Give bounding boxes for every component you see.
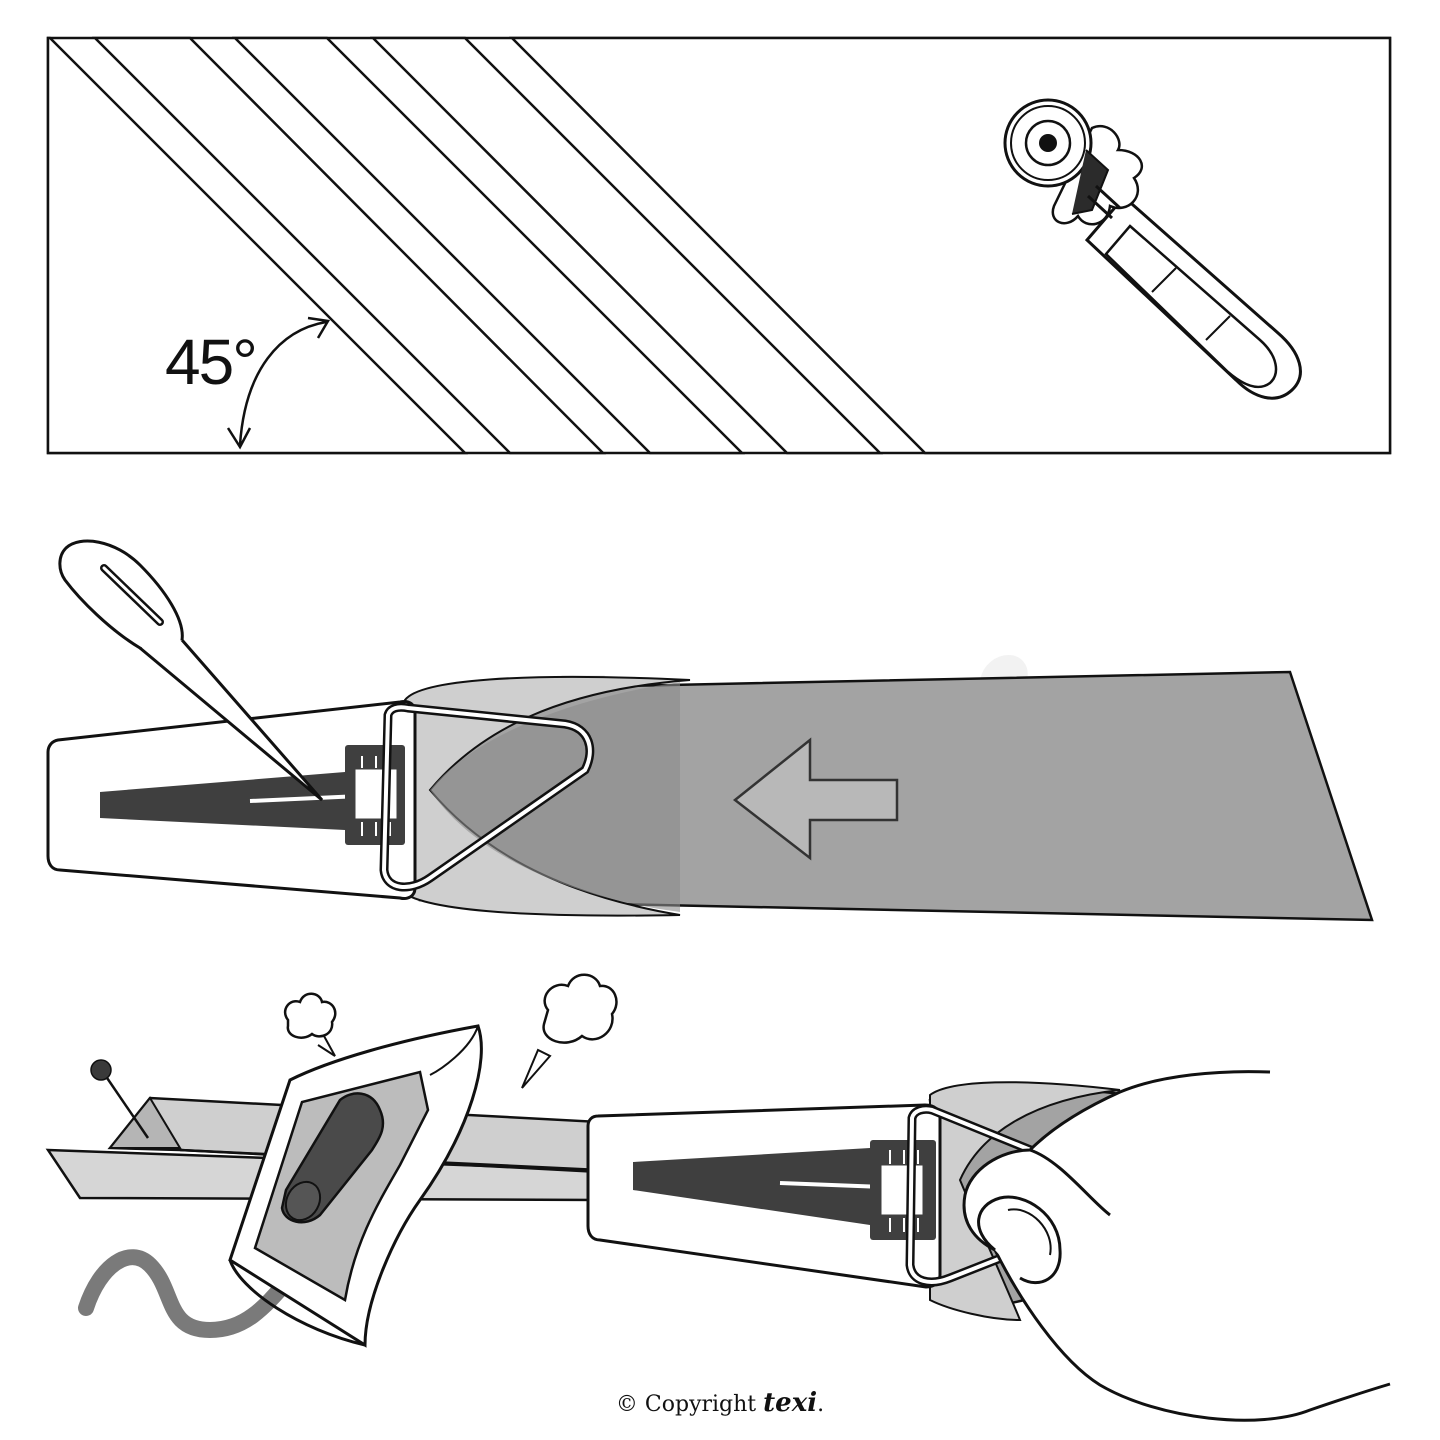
angle-arrowhead-top — [307, 316, 331, 339]
angle-arrowhead-bottom — [226, 427, 252, 450]
steam-puff-large-icon — [521, 973, 618, 1089]
iron-cord — [78, 1249, 305, 1339]
bias-strips — [46, 36, 1392, 455]
bias-strip-4 — [369, 36, 884, 455]
tape-maker-slot — [100, 772, 345, 830]
feed-direction-arrow — [732, 737, 899, 861]
pin-icon — [90, 1059, 150, 1139]
bias-strip-2 — [91, 36, 607, 455]
awl-needle-icon — [58, 539, 324, 802]
tape-maker-slot-2 — [633, 1148, 870, 1225]
fabric-fold-shade — [430, 682, 680, 912]
copyright-symbol: © — [615, 1392, 638, 1417]
brand-suffix: . — [817, 1392, 825, 1417]
brand-logo: texi — [763, 1388, 818, 1418]
angle-label: 45° — [165, 326, 256, 398]
bias-strip-5 — [508, 36, 1392, 455]
copyright-footer: © Copyright texi. — [0, 1388, 1440, 1418]
rotary-cutter-icon — [1003, 98, 1302, 400]
panel-bias-cutting: 45° — [46, 36, 1392, 455]
panel-ironing-tape — [45, 973, 1391, 1422]
steam-puff-small-icon — [283, 992, 337, 1057]
copyright-text: Copyright — [644, 1392, 757, 1417]
iron-icon — [228, 1024, 483, 1348]
angle-arc-arrow — [238, 320, 327, 446]
panel-feeding-tape-maker: texi — [46, 539, 1374, 922]
bias-strip-3 — [231, 36, 746, 455]
bias-strip-1 — [46, 36, 469, 455]
hand-icon — [962, 1070, 1391, 1422]
